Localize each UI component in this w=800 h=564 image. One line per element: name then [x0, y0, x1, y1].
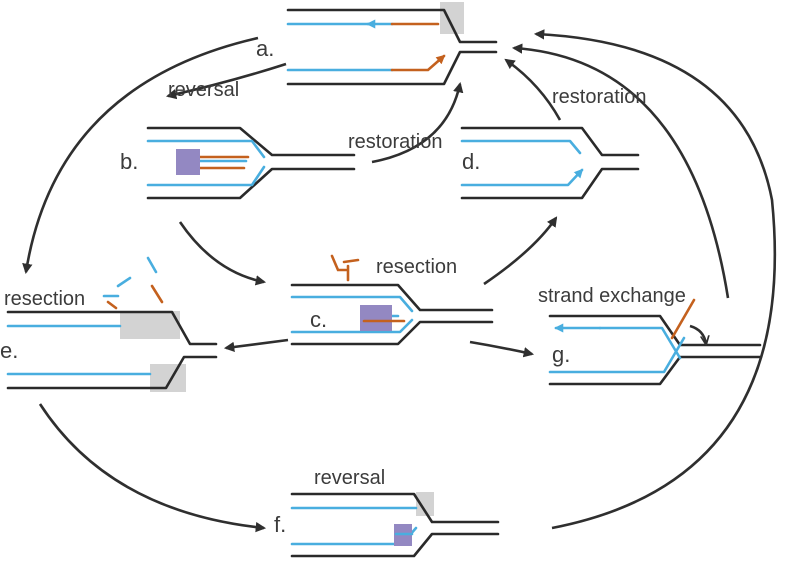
panel-label-a: a.	[256, 36, 274, 61]
arrow-c-to-g	[469, 340, 535, 358]
parental-top-e	[6, 310, 218, 346]
nascent-bottom-g	[548, 336, 686, 374]
parental-top-b	[146, 126, 356, 157]
degraded-fragment-e5	[150, 284, 164, 304]
ssdna-region-e-top	[120, 311, 180, 339]
step-label-reversal-f: reversal	[314, 467, 385, 489]
degraded-fragment-e3	[146, 256, 158, 274]
fork-a	[286, 2, 498, 86]
panel-label-c: c.	[310, 307, 327, 332]
fork-b	[146, 126, 356, 200]
parental-bottom-e	[6, 355, 218, 390]
protein-block-b	[176, 149, 200, 175]
protein-block-c	[360, 305, 392, 331]
arrow-a-to-e	[22, 36, 259, 275]
panel-label-f: f.	[274, 512, 286, 537]
arrow-d-to-a	[504, 58, 562, 121]
panel-label-b: b.	[120, 149, 138, 174]
arrow-b-to-a	[371, 81, 464, 164]
degraded-fragment-e4	[106, 300, 118, 310]
panel-label-e: e.	[0, 338, 18, 363]
parental-bottom-b	[146, 167, 356, 200]
parental-bottom-d	[460, 167, 640, 200]
ssdna-gap-f	[416, 492, 434, 516]
arrow-a-to-b	[165, 62, 287, 100]
parental-bottom-a	[286, 50, 498, 86]
nascent-bottom-c	[290, 318, 414, 334]
parental-top-f	[290, 492, 500, 524]
exchanging-strand-g	[670, 298, 696, 340]
arrow-f-to-a	[533, 29, 777, 530]
parental-top-g	[548, 314, 762, 347]
parental-top-a	[286, 8, 498, 44]
parental-bottom-f	[290, 532, 500, 558]
step-label-resection-c: resection	[376, 256, 457, 278]
fork-c	[290, 254, 494, 346]
nascent-top-b	[146, 139, 266, 159]
primer-bottom-a	[390, 54, 446, 72]
step-label-restoration-da: restoration	[552, 86, 647, 108]
nascent-bottom-d	[460, 168, 584, 187]
degraded-fragment-c1	[330, 254, 348, 272]
arrow-c-to-d	[483, 216, 558, 286]
nascent-top-c	[290, 295, 414, 313]
parental-top-d	[460, 126, 640, 157]
exchange-arrow-g	[689, 324, 706, 344]
fork-d	[460, 126, 640, 200]
step-label-reversal-ab: reversal	[168, 79, 239, 101]
fork-f	[290, 492, 500, 558]
arrow-b-to-c	[178, 221, 267, 286]
step-label-restoration-ba: restoration	[348, 131, 443, 153]
nascent-bottom-b	[146, 165, 266, 187]
arrow-c-to-e	[223, 338, 289, 353]
step-label-strand-exchange: strand exchange	[538, 285, 686, 307]
ssdna-gap-a	[440, 2, 464, 34]
parental-top-c	[290, 283, 494, 312]
parental-bottom-g	[548, 355, 762, 386]
fork-g	[548, 298, 762, 386]
degraded-fragment-e1	[116, 276, 132, 288]
panel-label-g: g.	[552, 342, 570, 367]
arrow-e-to-f	[38, 403, 267, 533]
parental-bottom-c	[290, 320, 494, 346]
arrow-g-to-a	[511, 43, 730, 299]
degraded-fragment-c2	[342, 258, 360, 264]
nascent-top-d	[460, 139, 582, 155]
invading-strand-g	[598, 326, 682, 360]
fork-e	[6, 256, 218, 392]
pathway-arrows	[22, 29, 777, 533]
step-label-resection-e: resection	[4, 288, 85, 310]
panel-label-d: d.	[462, 149, 480, 174]
